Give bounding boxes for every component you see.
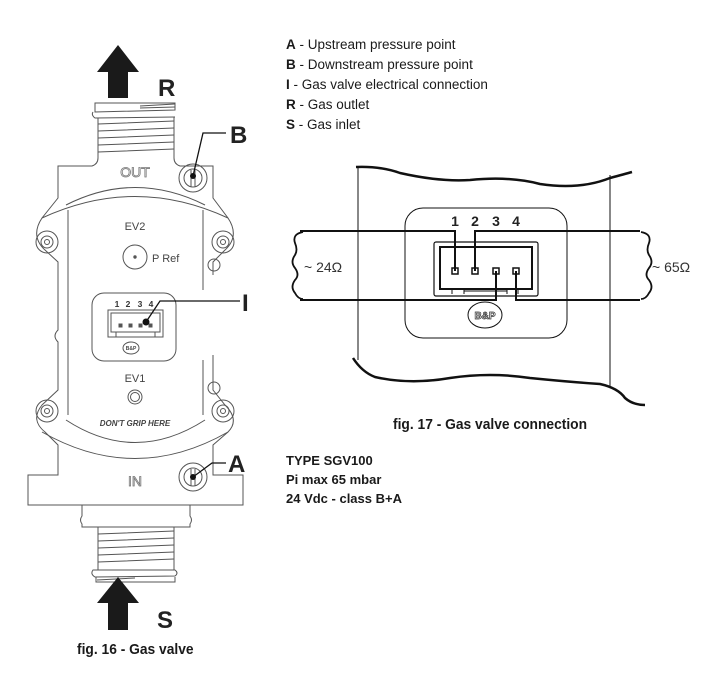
spec-pressure: Pi max 65 mbar [286,472,382,487]
pin-4 [512,267,520,275]
pin-label-2: 2 [471,213,479,229]
outlet-arrow-icon [97,45,139,98]
torn-edge-top [355,165,633,188]
p-ref-label: P Ref [152,253,180,265]
screw-icon [211,230,235,254]
spec-type: TYPE SGV100 [286,453,373,468]
brand-logo-small: B&P [126,346,137,352]
spec-voltage: 24 Vdc - class B+A [286,491,402,506]
pressure-point-b-icon [178,163,208,193]
pin-3-small: 3 [138,299,143,309]
inlet-arrow-icon [97,577,139,630]
brand-logo: B&P [474,311,495,322]
legend: A - Upstream pressure point B - Downstre… [286,35,488,135]
fig17-caption: fig. 17 - Gas valve connection [393,416,588,433]
legend-item-r: R - Gas outlet [286,97,370,112]
screw-icon [211,399,235,423]
screw-icon [35,399,59,423]
specs: TYPE SGV100 Pi max 65 mbar 24 Vdc - clas… [286,451,402,508]
connection-diagram [291,165,653,407]
label-s: S [157,607,173,634]
out-label: OUT [120,164,150,180]
label-i: I [242,290,249,317]
pin-2-small: 2 [126,299,131,309]
pin-label-3: 3 [492,213,500,229]
outlet-thread [91,102,176,158]
ev1-port-icon [127,389,143,405]
coil-left-icon [291,231,304,300]
upper-flange [36,157,99,355]
label-b: B [230,122,247,149]
pin-4-small: 4 [149,299,154,309]
fig16-caption: fig. 16 - Gas valve [77,641,194,658]
p-ref-port-icon [122,244,148,270]
ev1-label: EV1 [125,373,146,385]
resistance-right: ~ 65Ω [652,259,690,275]
pin-1 [451,267,459,275]
gas-valve-drawing [27,45,244,630]
valve-connector [91,292,177,362]
legend-item-a: A - Upstream pressure point [286,37,456,52]
pin-1-small: 1 [115,299,120,309]
brand-logo-shape [467,301,503,329]
resistance-left: ~ 24Ω [304,259,342,275]
pin-label-4: 4 [512,213,520,229]
coil-right-icon [640,231,653,300]
screw-icon [35,230,59,254]
pin-2 [471,267,479,275]
pin-label-1: 1 [451,213,459,229]
legend-item-i: I - Gas valve electrical connection [286,77,488,92]
label-a: A [228,451,245,478]
torn-edge-bottom [351,357,646,407]
ev2-label: EV2 [125,221,146,233]
dont-grip-label: DON'T GRIP HERE [100,419,171,428]
in-label: IN [128,473,142,489]
pin-3 [492,267,500,275]
label-r: R [158,75,175,102]
legend-item-b: B - Downstream pressure point [286,57,473,72]
legend-item-s: S - Gas inlet [286,117,361,132]
